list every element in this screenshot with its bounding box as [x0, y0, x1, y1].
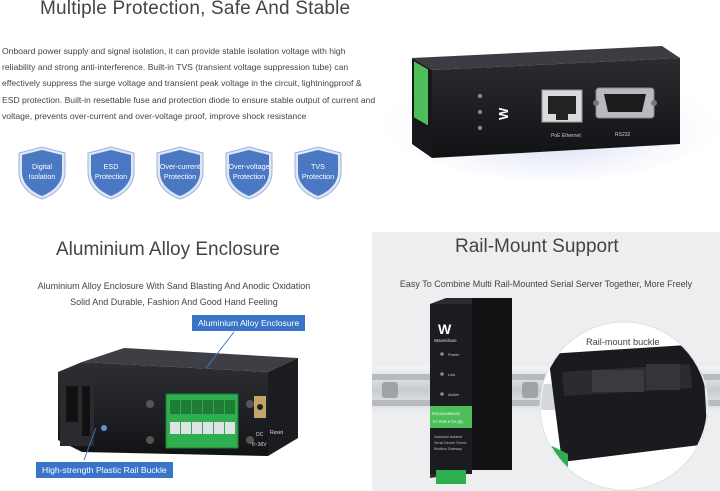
rail-mount-image: W Waveshare Power Link Active RS232/485/… [372, 298, 720, 491]
model-label-2: TO POE ETH (B) [432, 419, 463, 424]
shield-line1: ESD [103, 162, 119, 171]
desc-small-3: Modbus Gateway [434, 447, 462, 451]
rail-mount-description: Easy To Combine Multi Rail-Mounted Seria… [399, 279, 693, 289]
section-title-rail-mount: Rail-Mount Support [455, 236, 619, 257]
brand-label: Waveshare [434, 338, 457, 343]
shield-line2: Protection [163, 172, 197, 181]
shield-line2: Protection [301, 172, 335, 181]
callout-rail-buckle: High-strength Plastic Rail Buckle [36, 462, 173, 478]
shield-line1: Over-current [159, 162, 201, 171]
enclosure-desc-line2: Solid And Durable, Fashion And Good Hand… [70, 297, 278, 307]
voltage-range-label: 6~36V [252, 442, 267, 448]
desc-small-1: Industrial Isolated [434, 435, 462, 439]
desc-small-2: Serial Device Server [434, 441, 468, 445]
rail-mount-buckle-label: Rail-mount buckle [586, 337, 660, 347]
device-terminal-view-image: DC Reset 6~36V [58, 331, 298, 461]
shield-line1: TVS [311, 162, 325, 171]
shield-line2: Isolation [28, 172, 56, 181]
shield-line2: Protection [232, 172, 266, 181]
shield-line1: Over-voltage [228, 162, 270, 171]
shield-icon [294, 146, 342, 200]
dc-label: DC [256, 432, 264, 438]
callout-aluminium-enclosure: Aluminium Alloy Enclosure [192, 315, 306, 331]
section-title-enclosure: Aluminium Alloy Enclosure [56, 239, 280, 260]
model-label-1: RS232/485/422 [432, 411, 461, 416]
section-title-protection: Multiple Protection, Safe And Stable [40, 0, 351, 19]
shield-icon [156, 146, 204, 200]
shield-icon [87, 146, 135, 200]
shield-line2: Protection [94, 172, 128, 181]
waveshare-logo-icon: W [438, 321, 452, 337]
led-active-label: Active [448, 392, 460, 397]
shield-icon [225, 146, 273, 200]
reset-label: Reset [270, 430, 284, 436]
port-label-poe: PoE Ethernet [551, 133, 581, 139]
svg-text:W: W [496, 107, 511, 120]
shield-icon [18, 146, 66, 200]
enclosure-desc-line1: Aluminium Alloy Enclosure With Sand Blas… [37, 281, 311, 291]
port-label-rs232: RS232 [615, 132, 631, 138]
shield-line1: Digital [32, 162, 52, 171]
led-link-label: Link [448, 372, 455, 377]
enclosure-description: Aluminium Alloy Enclosure With Sand Blas… [0, 278, 348, 310]
device-front-view-image: W PoE Ethernet RS232 [384, 46, 720, 180]
led-power-label: Power [448, 352, 460, 357]
protection-description: Onboard power supply and signal isolatio… [2, 46, 376, 121]
